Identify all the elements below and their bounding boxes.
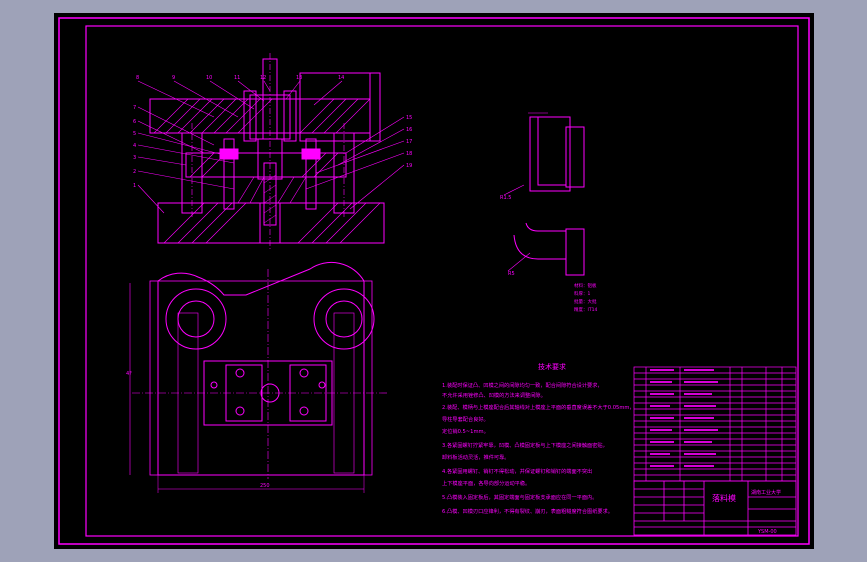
plan-view xyxy=(129,261,388,493)
callout-left-3: 4 xyxy=(133,143,136,149)
callout-left-6: 1 xyxy=(133,183,136,189)
inner-frame xyxy=(85,25,799,537)
callout-left-4: 3 xyxy=(133,155,136,161)
tech-req-line-7: 4.各紧固用螺钉、销钉不得松动，并保证螺钉和销钉的端面不突出 xyxy=(442,467,592,475)
callout-top-3: 11 xyxy=(234,75,240,81)
callout-left-2: 5 xyxy=(133,131,136,137)
tech-req-line-4: 定位销0.5~1mm。 xyxy=(442,427,489,435)
callout-top-6: 14 xyxy=(338,75,344,81)
drawing-sheet: 8 9 10 11 12 13 14 7 6 5 4 3 2 1 15 16 1… xyxy=(54,13,814,549)
callout-top-0: 8 xyxy=(136,75,139,81)
callout-left-1: 6 xyxy=(133,119,136,125)
width-dimension: 250 xyxy=(260,483,270,489)
title-block xyxy=(633,480,797,536)
tech-req-line-2: 2.装配、模柄与上模座配合后其轴线对上模座上平面的垂直度误差不大于0.05mm， xyxy=(442,403,635,411)
part-detail-views xyxy=(503,112,585,276)
drawing-name: 落料模 xyxy=(712,493,736,503)
callout-top-5: 13 xyxy=(296,75,302,81)
callout-right-3: 18 xyxy=(406,151,412,157)
front-section-view xyxy=(137,53,405,251)
tech-req-line-10: 6.凸模、凹模刃口应锋利，不得有裂纹、崩刃，表面粗糙度符合图纸要求。 xyxy=(442,507,613,515)
part-label-0: R1.5 xyxy=(500,195,511,201)
part-note-0: 材料：铝板 xyxy=(574,282,597,289)
bom-fill-marks xyxy=(650,369,718,467)
cad-drawing: 8 9 10 11 12 13 14 7 6 5 4 3 2 1 15 16 1… xyxy=(58,17,810,545)
pillar-boss-right xyxy=(313,288,375,350)
title-block-text: 落料模 湖南工业大学 YSM-00 xyxy=(712,489,781,535)
callout-right-2: 17 xyxy=(406,139,412,145)
tech-req-title: 技术要求 xyxy=(538,362,566,371)
tech-req-line-5: 3.各紧固螺钉拧紧牢靠，凹模、凸模固定板与上下模座之间接触面密贴， xyxy=(442,441,608,449)
part-labels: R1.5 R5 xyxy=(500,195,515,277)
tech-req-line-8: 上下模座平面，各导向部分运动平稳。 xyxy=(442,479,530,487)
part-note-3: 精度：IT14 xyxy=(574,306,597,313)
callout-top-1: 9 xyxy=(172,75,175,81)
height-dimension: 4? xyxy=(126,371,132,377)
callout-labels: 8 9 10 11 12 13 14 7 6 5 4 3 2 1 15 16 1… xyxy=(133,75,412,189)
part-note-1: 料厚：1 xyxy=(574,290,590,297)
part-label-1: R5 xyxy=(508,271,515,277)
callout-top-4: 12 xyxy=(260,75,266,81)
part-notes: 材料：铝板 料厚：1 批量：大批 精度：IT14 xyxy=(574,282,597,313)
plan-outline xyxy=(157,261,365,476)
tech-requirements: 技术要求 1.装配时保证凸、凹模之间的间隙均匀一致，配合间隙符合设计要求， 不允… xyxy=(442,362,635,515)
right-upper-block xyxy=(299,72,381,142)
tech-req-line-1: 不允许采用锉修凸、凹模的方法来调整间隙。 xyxy=(442,391,546,399)
outer-frame xyxy=(58,17,810,545)
callout-right-4: 19 xyxy=(406,163,412,169)
callout-right-1: 16 xyxy=(406,127,412,133)
tech-req-line-9: 5.凸模装入固定板后，其固定端面与固定板支承面应在同一平面内。 xyxy=(442,493,597,501)
callout-left-0: 7 xyxy=(133,105,136,111)
tech-req-line-3: 导柱导套配合良好。 xyxy=(442,415,489,423)
pillar-boss-left xyxy=(165,288,227,350)
callout-left-5: 2 xyxy=(133,169,136,175)
punch-pin xyxy=(263,162,277,226)
drawing-number: YSM-00 xyxy=(757,529,777,535)
school-name: 湖南工业大学 xyxy=(751,489,781,496)
tech-req-line-0: 1.装配时保证凸、凹模之间的间隙均匀一致，配合间隙符合设计要求， xyxy=(442,381,603,389)
tech-req-line-6: 卸料板活动灵活，推件可靠。 xyxy=(442,453,509,461)
callout-top-2: 10 xyxy=(206,75,212,81)
bom-table xyxy=(633,366,797,482)
part-note-2: 批量：大批 xyxy=(574,298,597,305)
callout-right-0: 15 xyxy=(406,115,412,121)
